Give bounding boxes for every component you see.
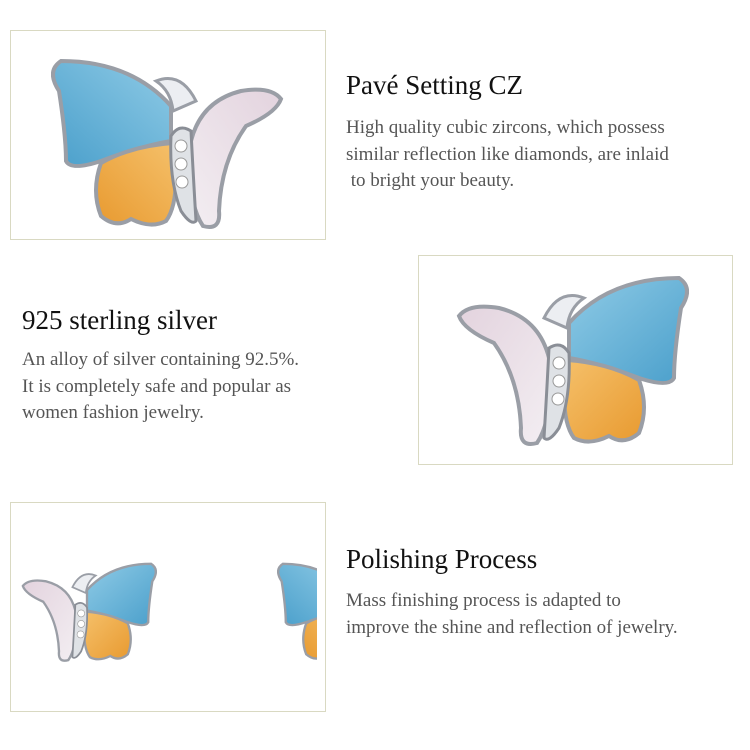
feature-title: 925 sterling silver xyxy=(22,305,217,335)
product-image-sterling-silver xyxy=(418,255,733,465)
feature-title: Pavé Setting CZ xyxy=(346,70,523,100)
description-line: It is completely safe and popular as xyxy=(22,375,292,397)
butterfly-earring-image xyxy=(449,268,689,448)
product-image-polishing xyxy=(10,502,326,712)
description-line: An alloy of silver containing 92.5%. xyxy=(22,349,300,370)
description-line: women fashion jewelry. xyxy=(22,402,204,423)
butterfly-earring-left-image xyxy=(17,558,157,663)
feature-title: Polishing Process xyxy=(346,544,538,574)
butterfly-earring-image xyxy=(51,51,291,231)
description-line: to bright your beauty. xyxy=(346,170,515,191)
butterfly-earring-right-image xyxy=(177,558,317,663)
feature-description: Mass finishing process is adapted to impr… xyxy=(346,588,678,641)
description-line: Mass finishing process is adapted to xyxy=(346,590,621,611)
description-line: similar reflection like diamonds, are in… xyxy=(346,143,669,165)
description-line: improve the shine and reflection of jewe… xyxy=(346,616,678,638)
feature-description: High quality cubic zircons, which posses… xyxy=(346,115,669,195)
product-image-pave-setting xyxy=(10,30,326,240)
description-line: High quality cubic zircons, which posses… xyxy=(346,117,665,138)
feature-description: An alloy of silver containing 92.5%. It i… xyxy=(22,347,299,427)
